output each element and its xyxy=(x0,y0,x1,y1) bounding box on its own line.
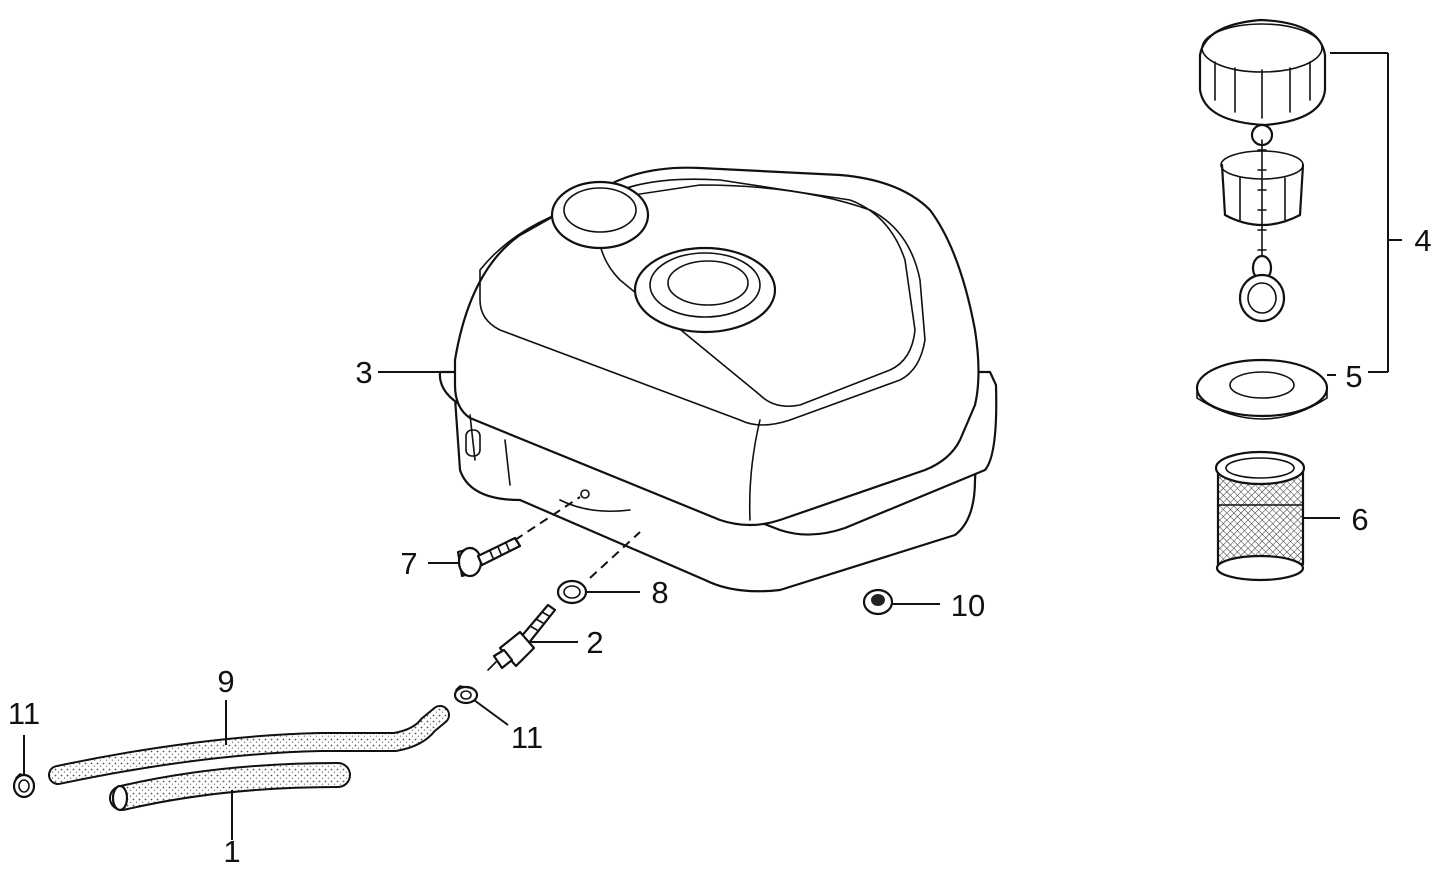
callout-10: 10 xyxy=(951,588,985,623)
fuel-hose-upper xyxy=(48,705,450,785)
leader-8-dash xyxy=(589,531,641,579)
callout-1: 1 xyxy=(223,834,240,869)
callout-11-right: 11 xyxy=(511,720,543,755)
callout-6: 6 xyxy=(1351,502,1368,537)
callout-3: 3 xyxy=(355,355,372,390)
filler-gasket xyxy=(1195,358,1329,420)
fuel-cap-assembly xyxy=(1198,18,1327,323)
mounting-bolt xyxy=(456,536,522,578)
hose-clip-left xyxy=(12,773,36,799)
fuel-valve xyxy=(487,603,557,671)
drain-grommet xyxy=(862,588,894,616)
callout-11-left: 11 xyxy=(8,696,40,731)
callout-5: 5 xyxy=(1345,359,1362,394)
hose-clip-right xyxy=(453,685,479,705)
callout-8: 8 xyxy=(651,575,668,610)
callout-4: 4 xyxy=(1414,223,1431,258)
callout-labels: 1 2 3 4 5 6 7 8 9 10 11 11 xyxy=(8,223,1432,869)
callout-2: 2 xyxy=(586,625,603,660)
callout-7: 7 xyxy=(400,546,417,581)
valve-washer xyxy=(556,579,588,605)
fuel-strainer xyxy=(1214,450,1306,582)
leader-lines xyxy=(23,52,1402,840)
callout-9: 9 xyxy=(217,664,234,699)
leader-7-dash xyxy=(514,496,581,541)
fuel-hose-lower xyxy=(109,762,351,812)
fuel-tank xyxy=(438,166,998,593)
leader-11-right xyxy=(473,699,509,726)
